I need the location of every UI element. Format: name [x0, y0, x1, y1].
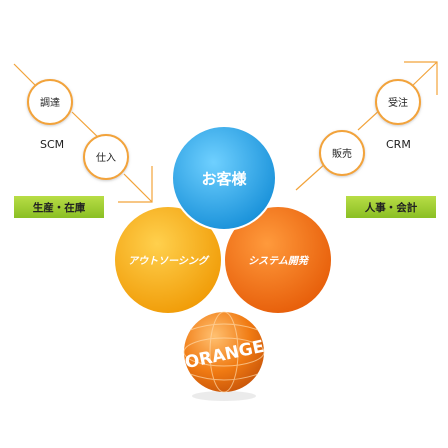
tag-production-label: 生産・在庫 — [33, 201, 86, 214]
circle-outsourcing-label: アウトソーシング — [128, 255, 210, 267]
circle-system-dev: システム開発 — [223, 205, 333, 315]
left-flow-arrow — [13, 63, 153, 203]
right-flow-arrow — [295, 61, 438, 191]
circle-customer: お客様 — [171, 125, 277, 231]
tag-hr-accounting-label: 人事・会計 — [365, 201, 418, 214]
node-procurement-label: 調達 — [40, 96, 60, 109]
node-sales-label: 販売 — [332, 147, 352, 160]
circle-system-dev-label: システム開発 — [248, 255, 310, 267]
scm-label: SCM — [40, 138, 64, 151]
node-purchase: 仕入 — [83, 134, 129, 180]
circle-customer-label: お客様 — [201, 170, 247, 188]
node-procurement: 調達 — [27, 79, 73, 125]
tag-hr-accounting: 人事・会計 — [346, 196, 436, 218]
node-order-label: 受注 — [388, 96, 408, 109]
node-purchase-label: 仕入 — [96, 151, 116, 164]
tag-production: 生産・在庫 — [14, 196, 104, 218]
orange-logo-ball: ORANGE — [183, 311, 266, 401]
node-order: 受注 — [375, 79, 421, 125]
crm-label: CRM — [386, 138, 411, 151]
circle-outsourcing: アウトソーシング — [113, 205, 223, 315]
node-sales: 販売 — [319, 130, 365, 176]
